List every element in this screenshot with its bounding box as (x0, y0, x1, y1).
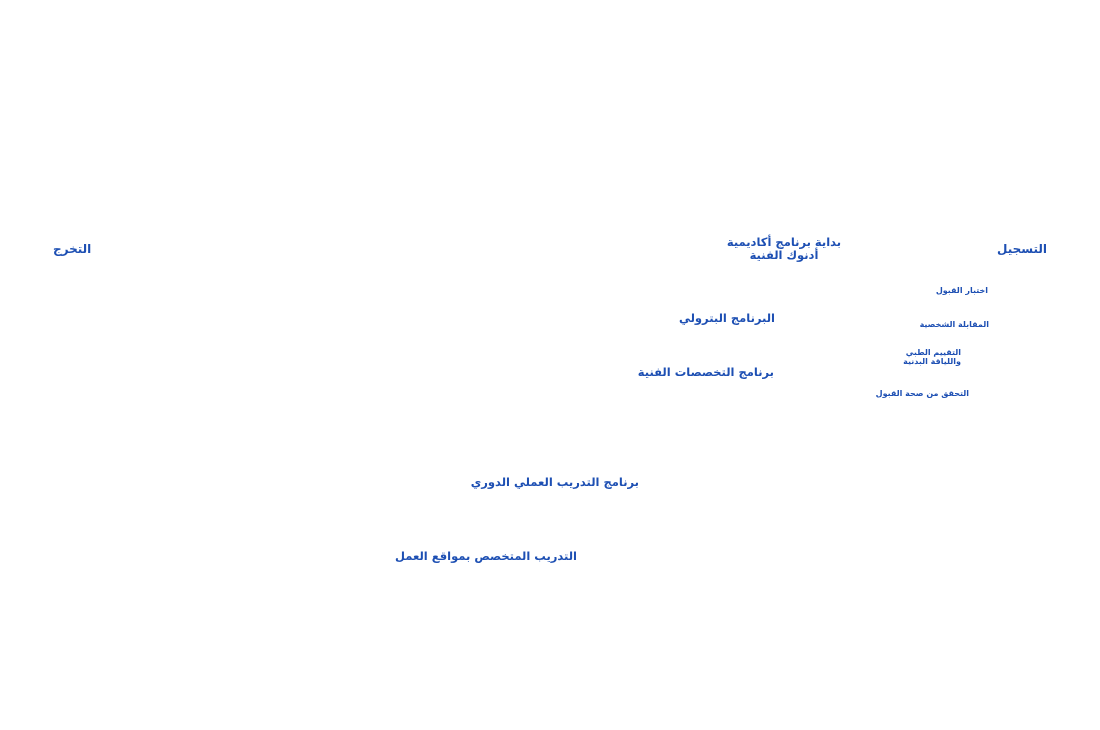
stage-petroleum-program: البرنامج البترولي (678, 311, 775, 325)
stage-worksite-specialized-training: التدريب المتخصص بمواقع العمل (395, 549, 577, 563)
stage-graduation: التخرج (53, 242, 92, 256)
stage-academy-start: بداية برنامج أكاديمية أدنوك الفنية (722, 235, 846, 263)
step-admission-verification: التحقق من صحة القبول (875, 389, 969, 398)
stage-periodic-practical-training: برنامج التدريب العملي الدوري (470, 475, 639, 489)
step-medical-fitness-line2: واللياقة البدنية (903, 357, 961, 367)
stage-technical-specializations: برنامج التخصصات الفنية (637, 365, 774, 379)
stage-registration: التسجيل (997, 242, 1047, 256)
stage-academy-start-line2: أدنوك الفنية (749, 248, 819, 263)
step-medical-fitness-line1: التقييم الطبي (905, 348, 961, 357)
step-personal-interview: المقابلة الشخصية (919, 320, 989, 329)
step-admission-test: اختبار القبول (935, 286, 988, 295)
stage-academy-start-line1: بداية برنامج أكاديمية (726, 235, 842, 249)
step-medical-fitness: التقييم الطبي واللياقة البدنية (903, 348, 961, 366)
